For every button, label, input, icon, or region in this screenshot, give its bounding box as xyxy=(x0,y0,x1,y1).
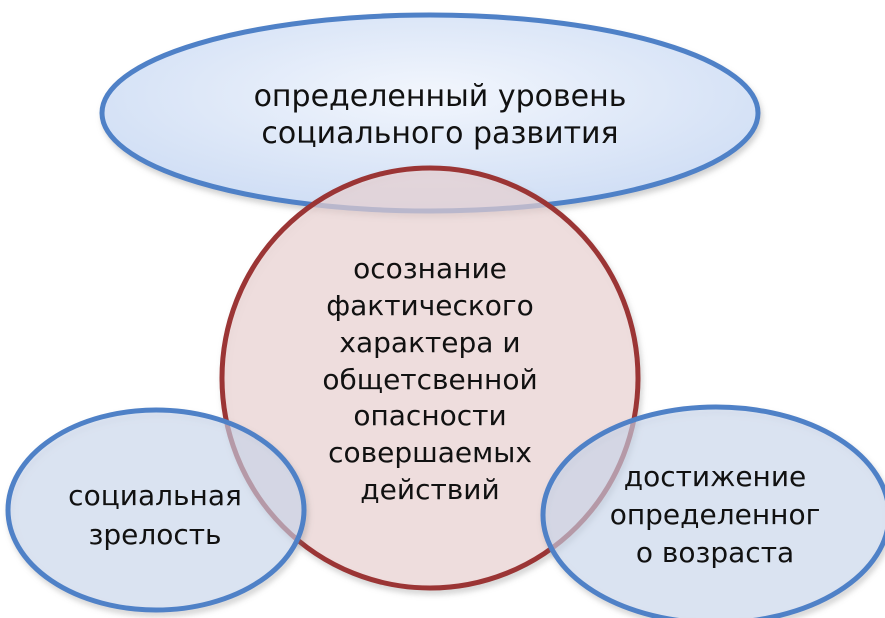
center-circle xyxy=(219,165,641,591)
right-ellipse xyxy=(540,404,885,618)
left-ellipse xyxy=(5,407,307,613)
